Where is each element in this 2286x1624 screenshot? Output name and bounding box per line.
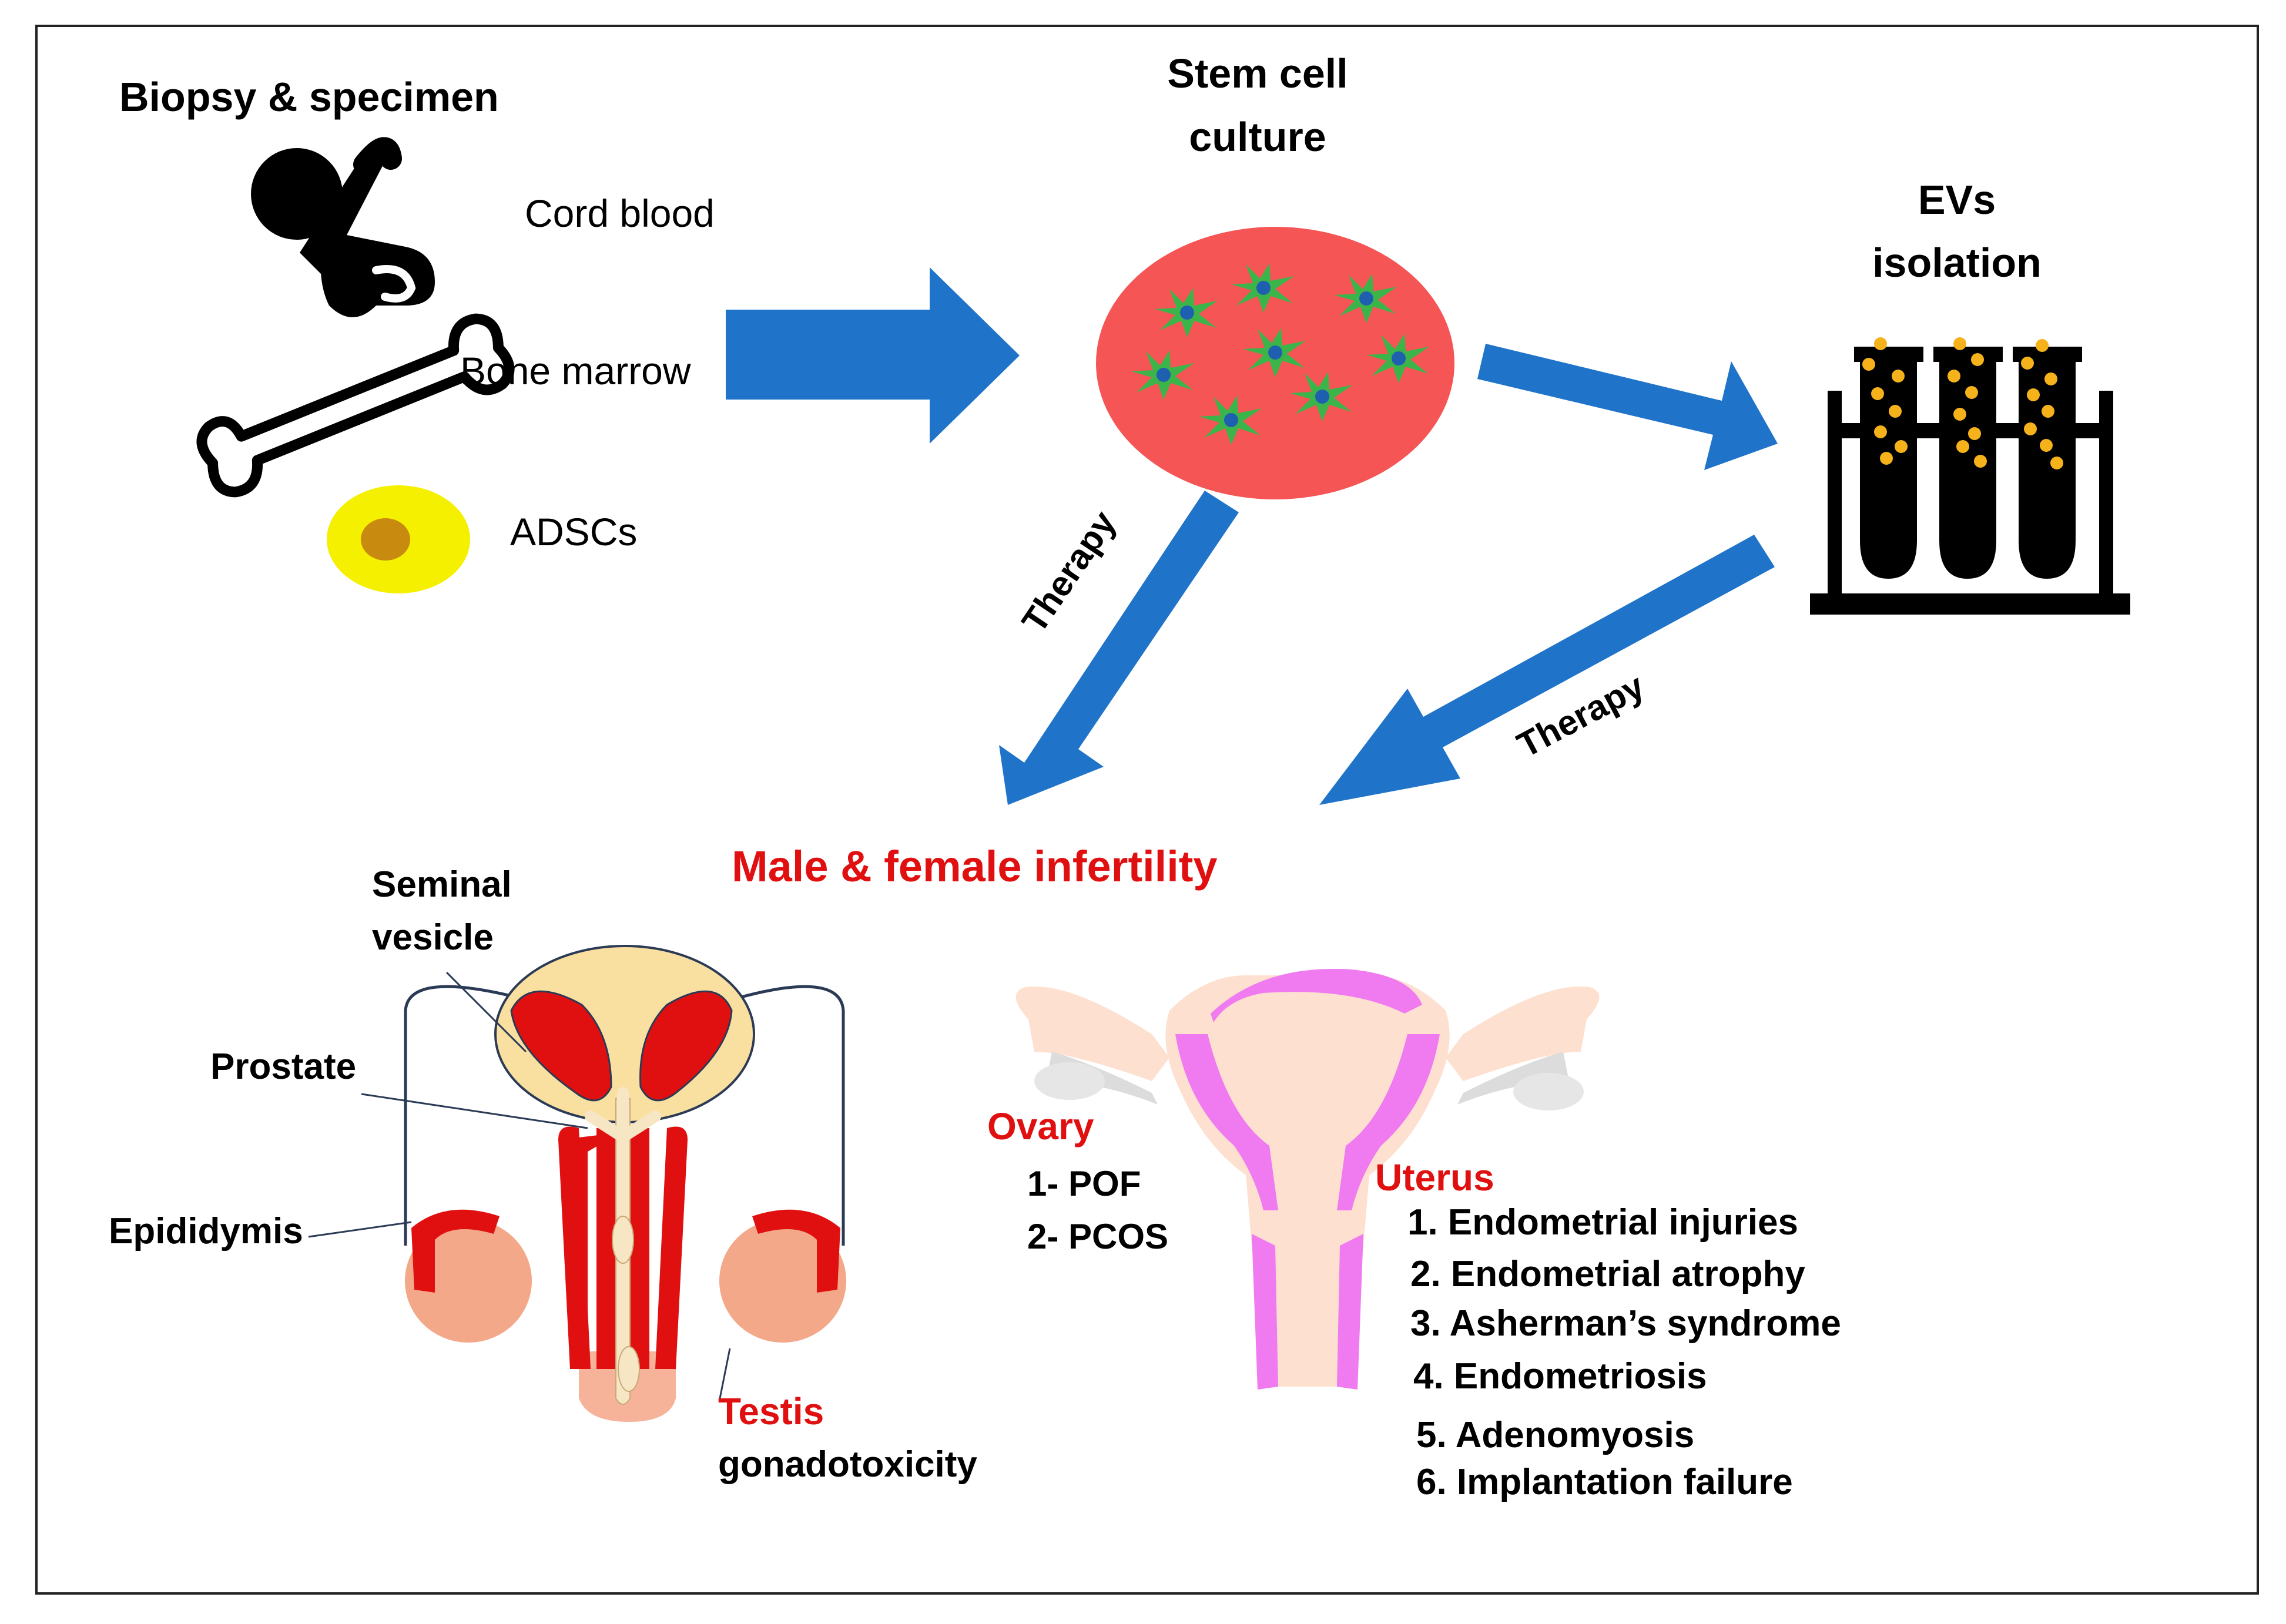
source-label-bone-marrow: Bone marrow: [460, 349, 691, 392]
outcome-title: Male & female infertility: [732, 842, 1218, 891]
label-uterus: Uterus: [1375, 1156, 1494, 1199]
uterus-item: 3. Asherman’s syndrome: [1410, 1303, 1841, 1344]
ovary-item: 2- PCOS: [1027, 1217, 1169, 1256]
source-label-cord-blood: Cord blood: [525, 192, 715, 235]
arrow-therapy-from-culture: [999, 491, 1239, 805]
female-reproductive-illustration: [1015, 968, 1600, 1390]
arrow-therapy-from-evs: [1319, 535, 1775, 805]
adipose-cell-icon: [327, 485, 470, 593]
bone-icon: [196, 313, 515, 498]
label-seminal-line1: Seminal: [372, 864, 512, 905]
culture-title-line2: culture: [1189, 114, 1326, 160]
evs-title-line1: EVs: [1918, 177, 1996, 223]
label-seminal-line2: vesicle: [372, 917, 494, 958]
label-testis: Testis: [718, 1390, 824, 1432]
uterus-item: 2. Endometrial atrophy: [1410, 1254, 1805, 1294]
test-tube: [2013, 347, 2082, 579]
ovary-item: 1- POF: [1027, 1164, 1141, 1203]
label-ovary: Ovary: [987, 1105, 1094, 1147]
test-tube: [1854, 347, 1923, 579]
sources-title: Biopsy & specimen: [119, 74, 499, 120]
label-gonadotoxicity: gonadotoxicity: [718, 1444, 977, 1485]
uterus-item: 5. Adenomyosis: [1416, 1415, 1695, 1455]
culture-dish: [1096, 227, 1454, 499]
evs-title-line2: isolation: [1872, 240, 2042, 286]
source-label-adscs: ADSCs: [510, 510, 638, 553]
uterus-item: 4. Endometriosis: [1413, 1356, 1707, 1397]
label-prostate: Prostate: [210, 1046, 357, 1087]
figure-border: [35, 25, 2259, 1595]
uterus-item: 1. Endometrial injuries: [1407, 1202, 1798, 1243]
test-tube: [1933, 347, 2003, 579]
arrow-to-evs: [1477, 344, 1778, 470]
baby-icon: [251, 137, 435, 317]
culture-title-line1: Stem cell: [1167, 51, 1348, 96]
arrow-to-culture: [726, 267, 1020, 444]
label-epididymis: Epididymis: [109, 1211, 303, 1251]
test-tube-rack-icon: [1810, 337, 2130, 615]
male-reproductive-illustration: [308, 945, 846, 1422]
uterus-item: 6. Implantation failure: [1416, 1462, 1793, 1502]
